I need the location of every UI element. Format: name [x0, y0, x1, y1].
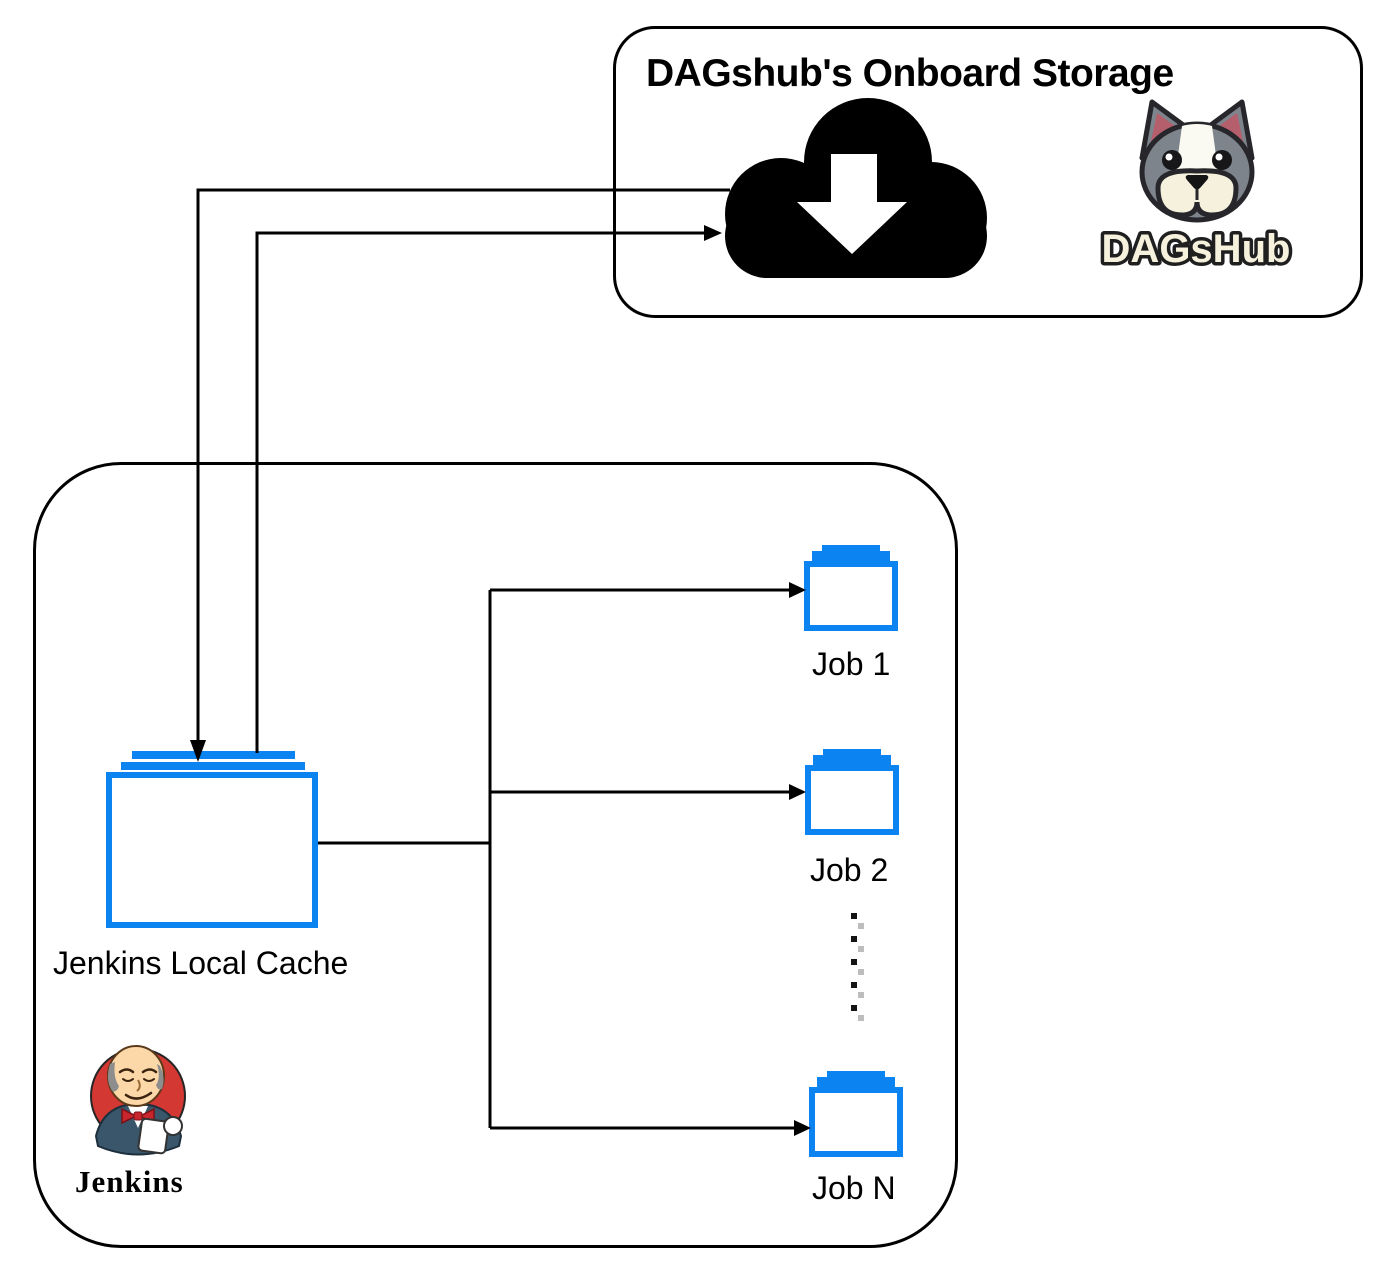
job-1-folder-icon [804, 545, 898, 631]
download-arrow [797, 154, 907, 254]
stacked-cache-icon [106, 748, 318, 928]
ellipsis-dot [851, 936, 857, 942]
svg-text:DAGsHub: DAGsHub [1102, 227, 1291, 271]
cache-label: Jenkins Local Cache [53, 945, 349, 981]
ellipsis-dot [851, 982, 857, 988]
cloud-download-icon [725, 98, 987, 278]
dagshub-dog-icon [1139, 99, 1255, 223]
ellipsis-dot [858, 923, 864, 929]
storage-box-title: DAGshub's Onboard Storage [646, 52, 1174, 95]
job-n-label: Job N [812, 1170, 896, 1206]
dagshub-wordmark: DAGsHub [1098, 224, 1294, 275]
vertical-ellipsis-dots [851, 913, 867, 1025]
job-2-label: Job 2 [810, 852, 889, 888]
ellipsis-dot [851, 913, 857, 919]
ellipsis-dot [858, 946, 864, 952]
job-2-folder-icon [805, 749, 899, 835]
ellipsis-dot [858, 992, 864, 998]
jenkins-wordmark: Jenkins [75, 1164, 184, 1199]
jenkins-butler-icon [90, 1045, 186, 1156]
cache-body [106, 772, 318, 928]
ellipsis-dot [858, 1015, 864, 1021]
job-n-folder-icon [809, 1071, 903, 1157]
ellipsis-dot [851, 959, 857, 965]
ellipsis-dot [851, 1005, 857, 1011]
cache-layer-middle [121, 762, 305, 770]
job-1-label: Job 1 [812, 646, 891, 682]
cache-layer-top [132, 751, 295, 759]
ellipsis-dot [858, 969, 864, 975]
